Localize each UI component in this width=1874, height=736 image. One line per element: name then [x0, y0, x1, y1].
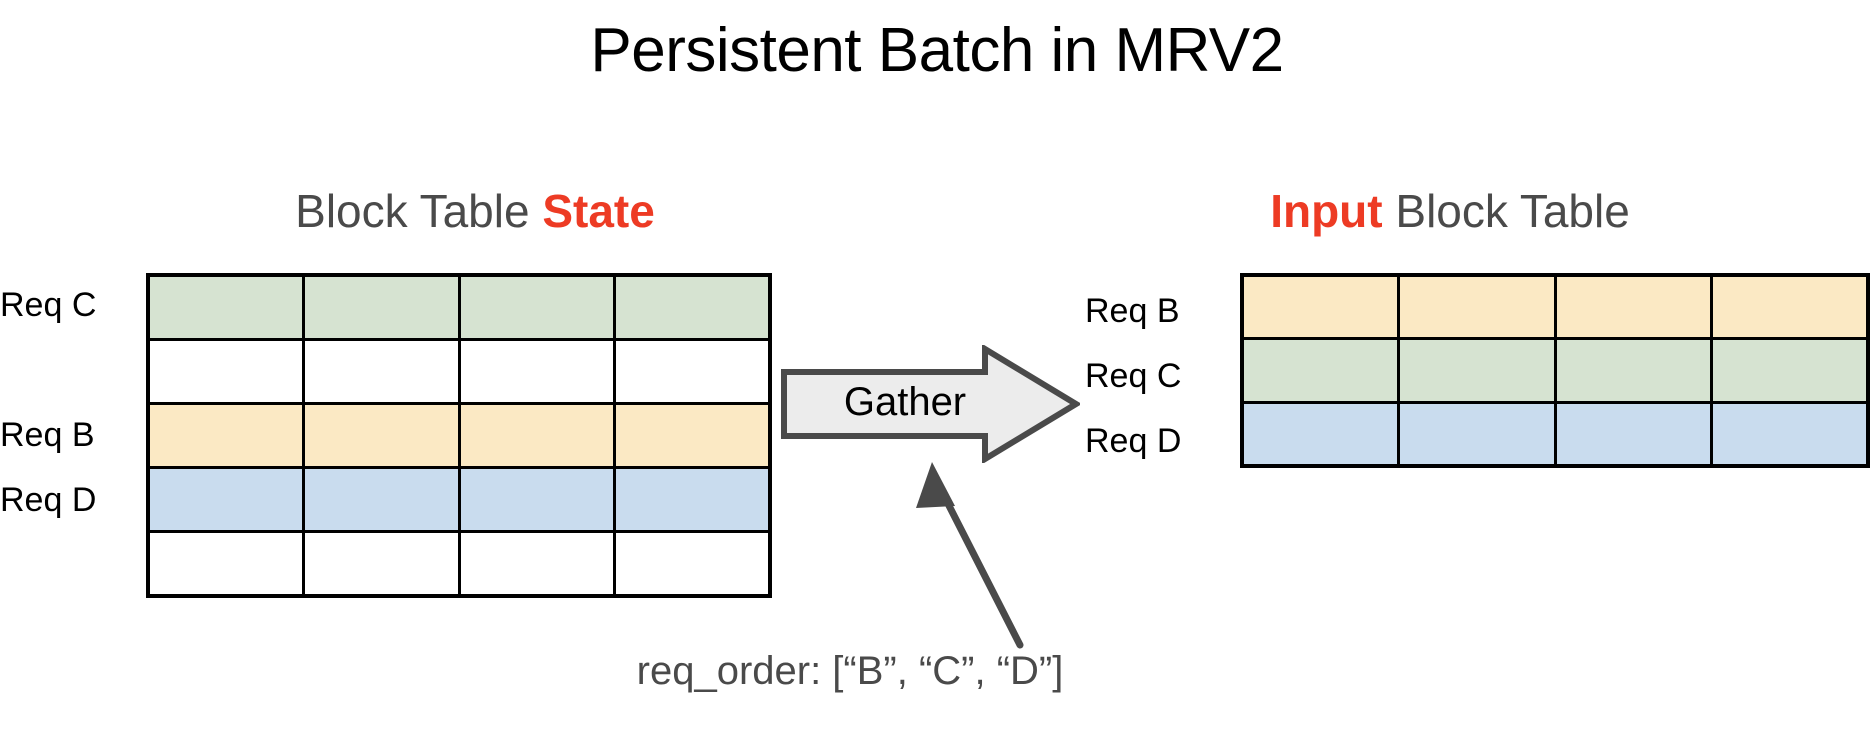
table-cell: [305, 341, 458, 402]
table-cell: [460, 277, 613, 338]
table-cell: [460, 533, 613, 594]
table-cell: [305, 533, 458, 594]
table-cell: [1556, 403, 1710, 464]
heading-left-plain: Block Table: [295, 185, 543, 237]
heading-input-block-table: Input Block Table: [1090, 183, 1810, 239]
table-cell: [615, 405, 768, 466]
table-cell: [1400, 340, 1554, 401]
table-cell: [460, 469, 613, 530]
table-cell: [1712, 403, 1866, 464]
heading-left-accent: State: [542, 185, 655, 237]
page-title: Persistent Batch in MRV2: [590, 16, 1284, 85]
table-cell: [150, 405, 303, 466]
row-label-input-req-d: Req D: [1085, 422, 1182, 460]
gather-label: Gather: [843, 380, 967, 424]
table-cell: [1712, 340, 1866, 401]
table-cell: [1244, 277, 1398, 338]
table-cell: [1244, 340, 1398, 401]
block-table-state-grid: [146, 273, 772, 598]
table-cell: [150, 533, 303, 594]
table-cell: [1400, 277, 1554, 338]
heading-right-plain: Block Table: [1382, 185, 1630, 237]
table-cell: [305, 405, 458, 466]
table-cell: [615, 341, 768, 402]
table-cell: [1400, 403, 1554, 464]
row-label-state-req-c: Req C: [0, 286, 97, 324]
caption-req-order: req_order: [“B”, “C”, “D”]: [636, 649, 1064, 693]
row-label-state-req-b: Req B: [0, 416, 95, 454]
table-cell: [615, 277, 768, 338]
row-label-state-req-d: Req D: [0, 481, 97, 519]
table-cell: [1244, 403, 1398, 464]
row-label-input-req-c: Req C: [1085, 357, 1182, 395]
table-cell: [1712, 277, 1866, 338]
table-cell: [460, 341, 613, 402]
heading-block-table-state: Block Table State: [195, 183, 755, 239]
table-cell: [460, 405, 613, 466]
table-cell: [615, 469, 768, 530]
heading-right-accent: Input: [1270, 185, 1383, 237]
table-cell: [1556, 340, 1710, 401]
caption-pointer-arrow-icon: [916, 462, 1024, 649]
table-cell: [305, 277, 458, 338]
table-cell: [1556, 277, 1710, 338]
table-cell: [150, 277, 303, 338]
table-cell: [615, 533, 768, 594]
row-label-input-req-b: Req B: [1085, 292, 1180, 330]
input-block-table-grid: [1240, 273, 1870, 468]
table-cell: [305, 469, 458, 530]
table-cell: [150, 341, 303, 402]
gather-arrow-icon: [781, 345, 1080, 463]
table-cell: [150, 469, 303, 530]
